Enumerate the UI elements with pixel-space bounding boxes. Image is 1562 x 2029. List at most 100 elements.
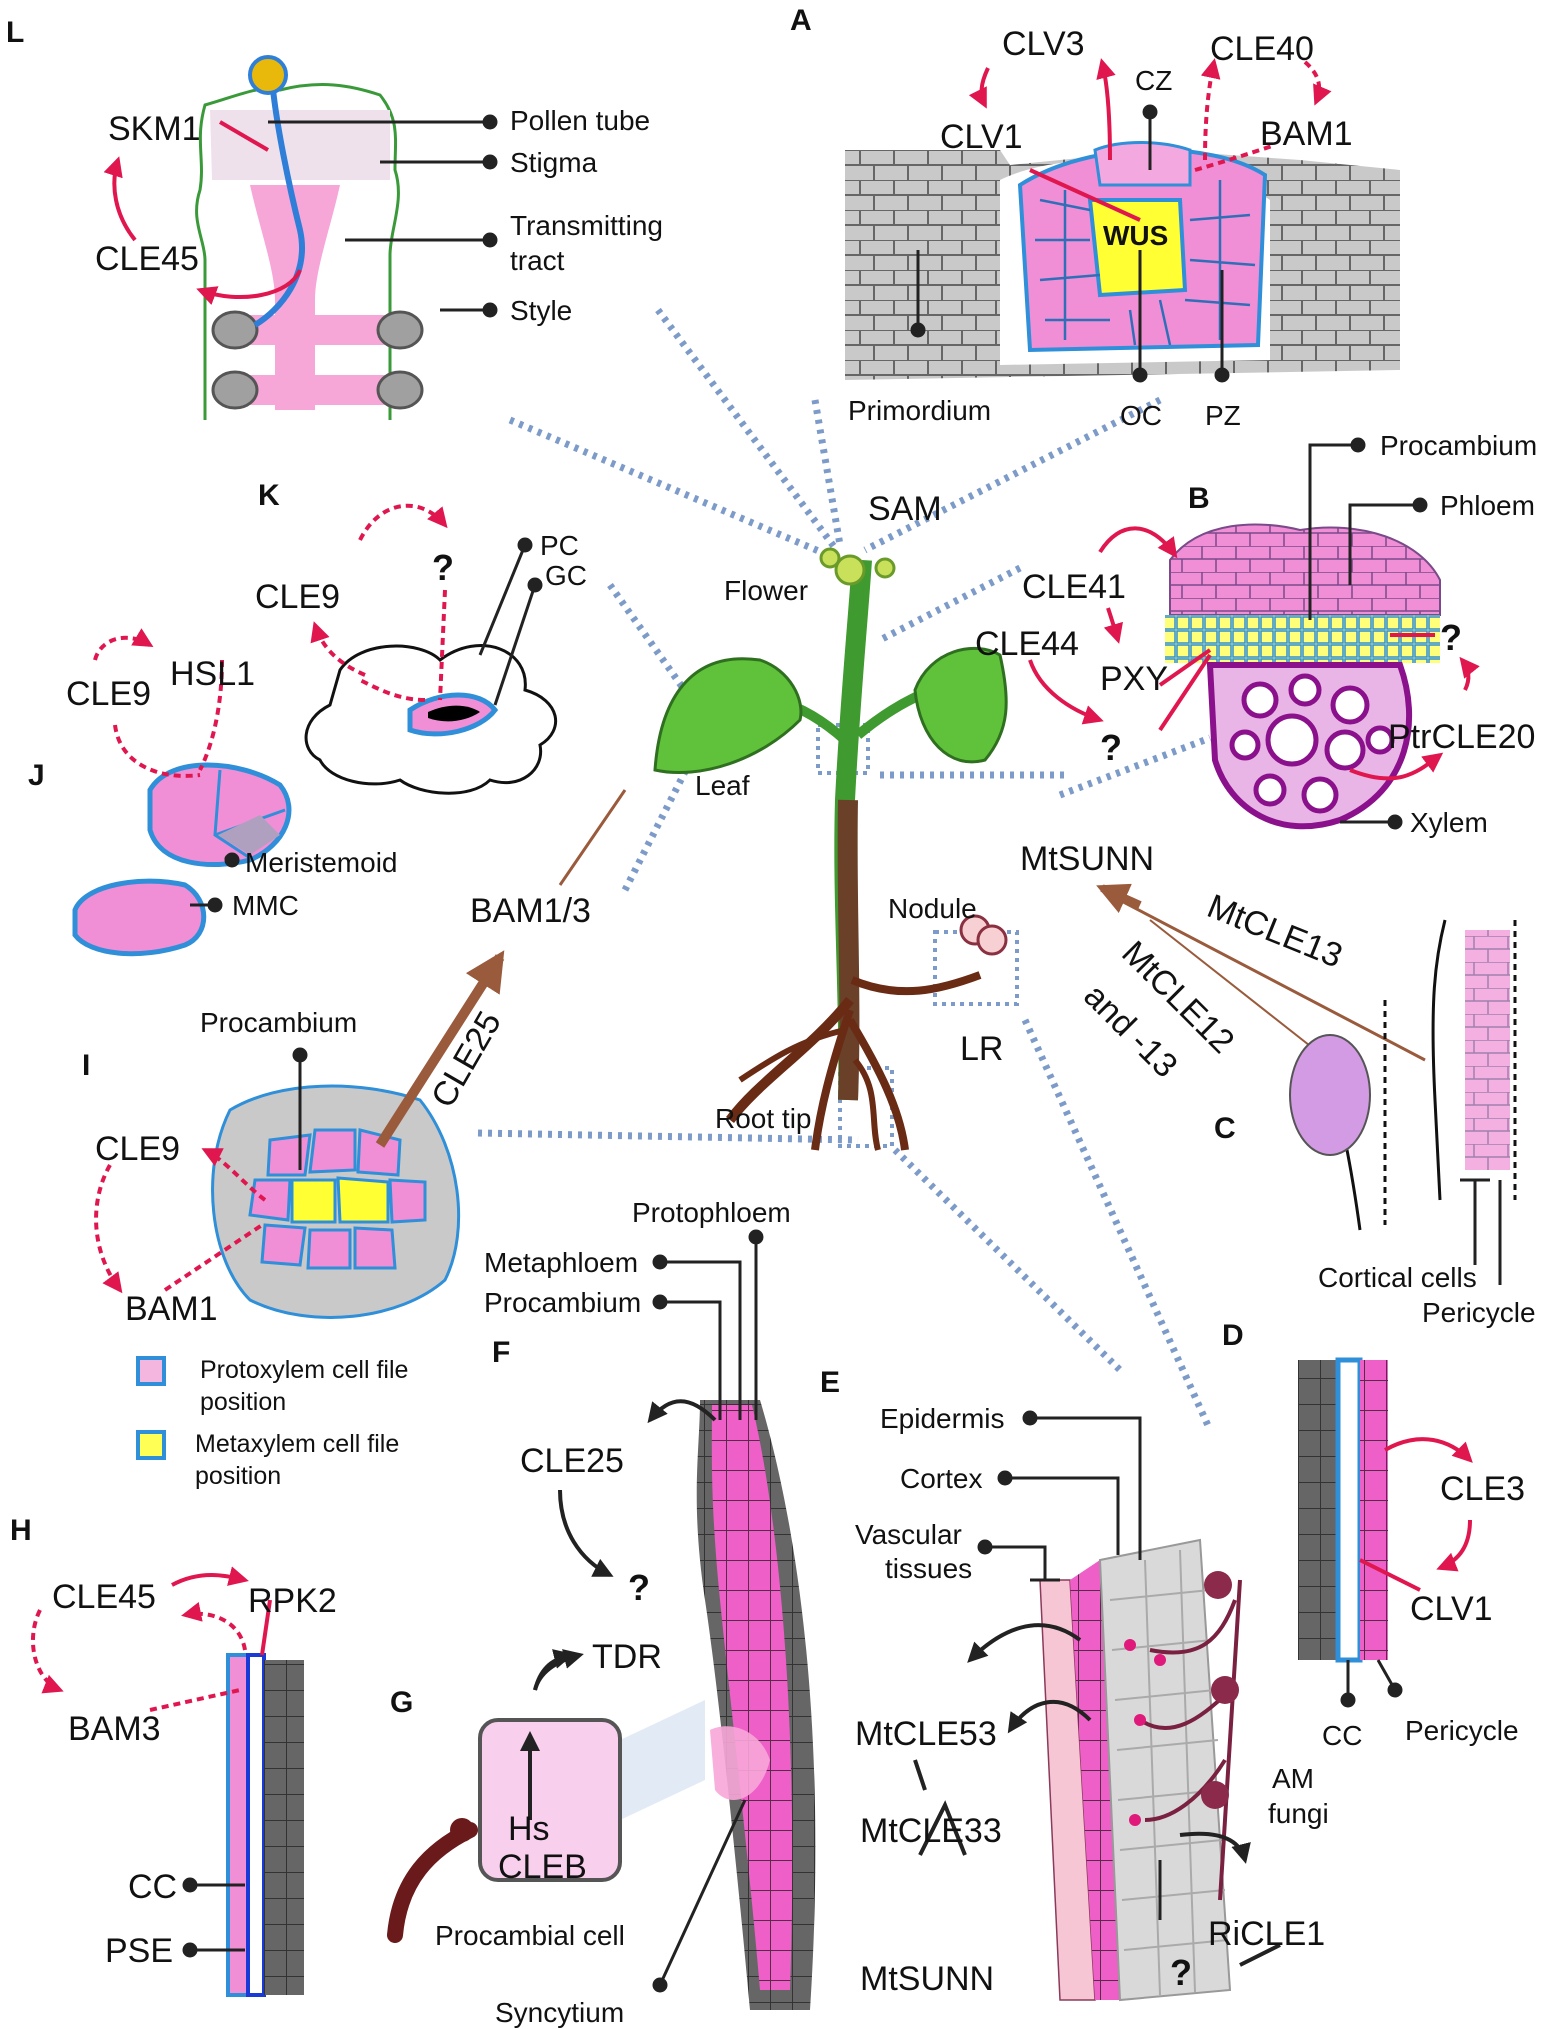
panel-letter-a: A (790, 4, 812, 37)
f-protophloem: Protophloem (632, 1197, 791, 1228)
b-phloem (1169, 523, 1441, 616)
e-vascular-1: Vascular (855, 1519, 962, 1550)
h-pse: PSE (105, 1932, 173, 1970)
panel-letter-c: C (1214, 1112, 1236, 1145)
e-mtcle33: MtCLE33 (860, 1812, 1002, 1850)
f-metaphloem: Metaphloem (484, 1247, 638, 1278)
panel-letter-g: G (390, 1686, 413, 1719)
b-ptrcle20: PtrCLE20 (1388, 718, 1535, 756)
e-epidermis: Epidermis (880, 1403, 1004, 1434)
e-cortex: Cortex (900, 1463, 982, 1494)
zoom-box-nodule (933, 930, 1019, 1006)
e-vascular-2: tissues (885, 1553, 972, 1584)
panel-e-root (1039, 1538, 1242, 2002)
l-skm1: SKM1 (108, 110, 201, 148)
d-cle3: CLE3 (1440, 1470, 1525, 1508)
h-cle45: CLE45 (52, 1578, 156, 1616)
d-pericycle: Pericycle (1405, 1715, 1519, 1746)
label-flower: Flower (724, 575, 808, 606)
e-am-2: fungi (1268, 1798, 1329, 1829)
h-rpk2: RPK2 (248, 1582, 337, 1620)
label-sam: SAM (868, 490, 942, 528)
i-bam1: BAM1 (125, 1290, 218, 1328)
e-mtsunn: MtSUNN (860, 1960, 994, 1998)
c-pericycle: Pericycle (1422, 1297, 1536, 1328)
label-root-tip: Root tip (715, 1103, 812, 1134)
legend-metaxylem-2: position (195, 1462, 281, 1490)
leaf-left (653, 657, 803, 775)
panel-a-arrows (968, 58, 1332, 222)
a-oc: OC (1120, 400, 1162, 431)
h-bam3: BAM3 (68, 1710, 161, 1748)
panel-a-sam: WUS (845, 141, 1400, 380)
c-mtsunn: MtSUNN (1020, 840, 1154, 878)
e-question: ? (1170, 1952, 1192, 1993)
zoom-lines (477, 307, 1214, 1432)
panel-letter-l: L (6, 16, 24, 49)
legend-protoxylem-1: Protoxylem cell file (200, 1356, 408, 1384)
panel-letter-k: K (258, 479, 280, 512)
j-mmc: MMC (232, 890, 299, 921)
a-clv3: CLV3 (1002, 25, 1085, 63)
plant-illustration (653, 547, 1008, 1151)
a-cle40: CLE40 (1210, 30, 1314, 68)
g-procambial: Procambial cell (435, 1920, 625, 1951)
e-am-1: AM (1272, 1763, 1314, 1794)
j-cle9: CLE9 (66, 675, 151, 713)
label-nodule: Nodule (888, 893, 977, 924)
panel-letter-d: D (1222, 1319, 1244, 1352)
legend-metaxylem-1: Metaxylem cell file (195, 1430, 399, 1458)
panel-k-leaf (304, 644, 558, 795)
panel-h-root (226, 1653, 304, 1997)
leaf-right (913, 646, 1008, 764)
h-cc: CC (128, 1868, 177, 1906)
e-mtcle53: MtCLE53 (855, 1715, 997, 1753)
panel-letter-h: H (10, 1514, 32, 1547)
a-bam1: BAM1 (1260, 115, 1353, 153)
b-question-2: ? (1440, 617, 1462, 658)
a-pz: PZ (1205, 400, 1241, 431)
panel-g-nematode (387, 1700, 705, 1943)
panel-j-stomata (72, 762, 292, 957)
l-cle45: CLE45 (95, 240, 199, 278)
legend-protoxylem-swatch (136, 1356, 166, 1386)
legend-metaxylem-swatch (136, 1430, 166, 1460)
b-pxy: PXY (1100, 660, 1168, 698)
d-clv1: CLV1 (1410, 1590, 1493, 1628)
j-hsl1: HSL1 (170, 655, 255, 693)
l-style: Style (510, 295, 572, 326)
l-tt-2: tract (510, 245, 565, 276)
l-stigma: Stigma (510, 147, 598, 178)
b-procambium-label: Procambium (1380, 430, 1537, 461)
l-tt-1: Transmitting (510, 210, 663, 241)
panel-letter-j: J (28, 759, 45, 792)
a-cz: CZ (1135, 65, 1172, 96)
f-cle25: CLE25 (520, 1442, 624, 1480)
b-procambium (1165, 615, 1440, 663)
f-question: ? (628, 1567, 650, 1608)
i-procambium: Procambium (200, 1007, 357, 1038)
b-phloem-label: Phloem (1440, 490, 1535, 521)
zoom-box-stem (816, 723, 870, 775)
bam13-line (558, 789, 627, 886)
panel-i-root-section (211, 1084, 461, 1319)
b-question-1: ? (1100, 727, 1122, 768)
e-ricle1: RiCLE1 (1208, 1915, 1325, 1953)
d-cc: CC (1322, 1720, 1362, 1751)
k-cle9: CLE9 (255, 578, 340, 616)
a-clv1: CLV1 (940, 118, 1023, 156)
i-bam13: BAM1/3 (470, 892, 591, 930)
sam-wus (1087, 198, 1188, 298)
label-leaf: Leaf (695, 770, 750, 801)
k-pc: PC (540, 530, 579, 561)
k-gc: GC (545, 560, 587, 591)
flower (834, 554, 866, 586)
b-cle41: CLE41 (1022, 568, 1126, 606)
c-cortical: Cortical cells (1318, 1262, 1477, 1293)
f-procambium: Procambium (484, 1287, 641, 1318)
panel-letter-i: I (82, 1049, 90, 1082)
k-question: ? (432, 547, 454, 588)
label-lr: LR (960, 1030, 1003, 1068)
b-cle44: CLE44 (975, 625, 1079, 663)
